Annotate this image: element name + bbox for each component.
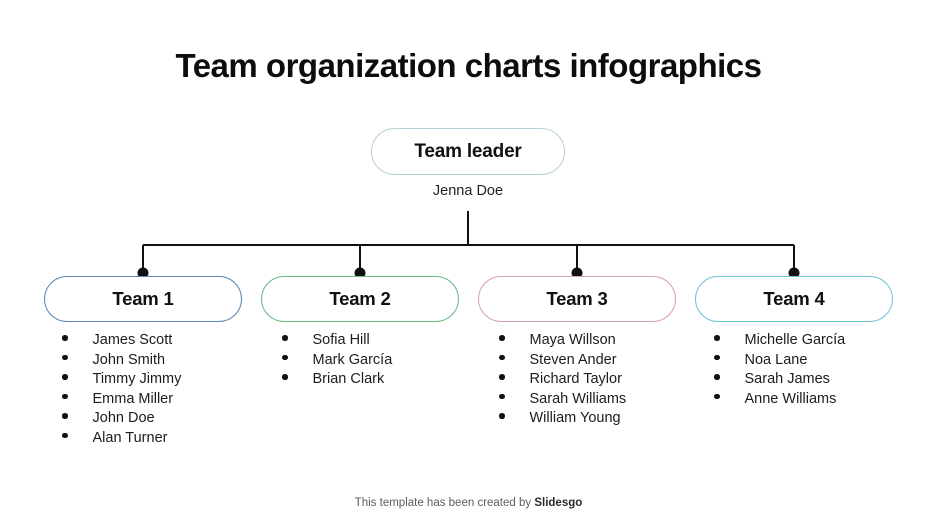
page-title: Team organization charts infographics (175, 47, 763, 84)
bullet-icon (714, 374, 720, 380)
bullet-icon (714, 335, 720, 341)
team-members-4: Michelle García Noa Lane Sarah James Ann… (714, 331, 924, 409)
bullet-icon (62, 413, 68, 419)
team-node-3[interactable]: Team 3 (478, 276, 676, 322)
footer-credit: This template has been created by Slides… (0, 497, 937, 509)
list-item: William Young (499, 409, 709, 429)
member-name: Emma Miller (92, 390, 174, 407)
team-leader-node[interactable]: Team leader (371, 128, 565, 175)
list-item: Mark García (282, 351, 492, 371)
footer-brand[interactable]: Slidesgo (534, 497, 583, 509)
member-name: Sofia Hill (312, 332, 370, 348)
list-item: Michelle García (714, 331, 924, 351)
footer-text: This template has been created by (354, 497, 535, 509)
team-label-2: Team 2 (329, 288, 391, 309)
bullet-icon (499, 335, 505, 341)
list-item: Maya Willson (499, 331, 709, 351)
bullet-icon (62, 374, 68, 380)
bullet-icon (499, 393, 505, 399)
member-name: Mark García (312, 351, 393, 368)
team-members-2: Sofia Hill Mark García Brian Clark (282, 331, 492, 390)
member-name: John Doe (92, 410, 155, 426)
team-label-1: Team 1 (112, 288, 174, 309)
list-item: Alan Turner (62, 429, 272, 449)
list-item: Sarah Williams (499, 390, 709, 410)
member-name: Alan Turner (92, 429, 168, 446)
list-item: Emma Miller (62, 390, 272, 410)
bullet-icon (62, 354, 68, 360)
bullet-icon (499, 374, 505, 380)
team-node-4[interactable]: Team 4 (695, 276, 893, 322)
team-label-4: Team 4 (763, 288, 825, 309)
bullet-icon (282, 335, 288, 341)
list-item: Noa Lane (714, 351, 924, 371)
team-members-3: Maya Willson Steven Ander Richard Taylor… (499, 331, 709, 429)
member-name: Brian Clark (312, 371, 385, 387)
list-item: James Scott (62, 331, 272, 351)
list-item: John Smith (62, 351, 272, 371)
list-item: Sarah James (714, 370, 924, 390)
member-name: John Smith (92, 351, 166, 368)
member-name: Sarah James (744, 371, 830, 387)
bullet-icon (62, 335, 68, 341)
bullet-icon (714, 393, 720, 399)
team-node-1[interactable]: Team 1 (44, 276, 242, 322)
member-name: William Young (529, 410, 621, 426)
bullet-icon (62, 432, 68, 438)
bullet-icon (282, 354, 288, 360)
team-node-2[interactable]: Team 2 (261, 276, 459, 322)
team-members-1: James Scott John Smith Timmy Jimmy Emma … (62, 331, 272, 448)
member-name: Noa Lane (744, 351, 808, 368)
list-item: John Doe (62, 409, 272, 429)
bullet-icon (62, 393, 68, 399)
member-name: Maya Willson (529, 332, 616, 348)
member-name: Sarah Williams (529, 390, 627, 407)
team-leader-role: Team leader (414, 140, 522, 162)
list-item: Steven Ander (499, 351, 709, 371)
bullet-icon (714, 354, 720, 360)
member-name: Michelle García (744, 332, 846, 348)
member-name: Richard Taylor (529, 371, 622, 387)
list-item: Sofia Hill (282, 331, 492, 351)
list-item: Brian Clark (282, 370, 492, 390)
list-item: Timmy Jimmy (62, 370, 272, 390)
bullet-icon (499, 354, 505, 360)
member-name: James Scott (92, 332, 173, 348)
team-leader-name: Jenna Doe (432, 183, 504, 199)
list-item: Richard Taylor (499, 370, 709, 390)
team-label-3: Team 3 (546, 288, 608, 309)
member-name: Anne Williams (744, 390, 837, 407)
bullet-icon (499, 413, 505, 419)
member-name: Steven Ander (529, 351, 617, 368)
member-name: Timmy Jimmy (92, 371, 182, 387)
list-item: Anne Williams (714, 390, 924, 410)
bullet-icon (282, 374, 288, 380)
